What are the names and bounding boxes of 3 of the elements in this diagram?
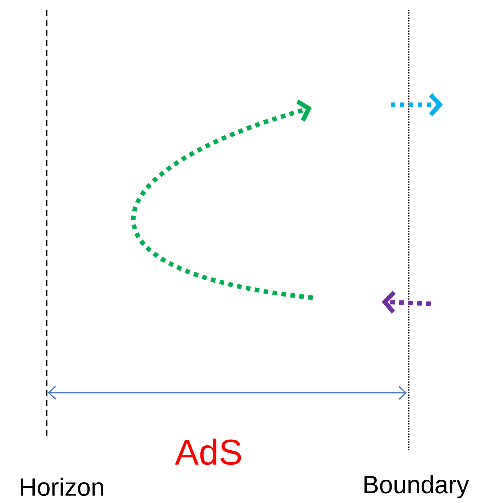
region-label: AdS: [175, 438, 242, 466]
line-label: Horizon: [21, 478, 104, 496]
line-label: Boundary: [364, 475, 470, 499]
